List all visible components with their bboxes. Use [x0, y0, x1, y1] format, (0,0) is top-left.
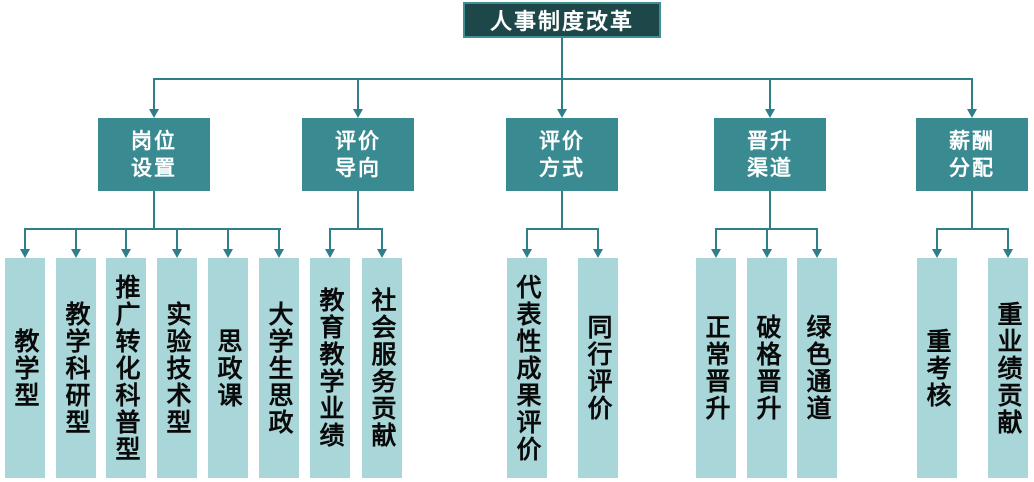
- branch-label-line: 设置: [131, 156, 177, 180]
- connector-line: [153, 78, 973, 80]
- connector-line: [329, 228, 383, 230]
- leaf-node-teaching-type: 教学型: [5, 258, 45, 478]
- branch-node-salary-distribution: 薪酬 分配: [916, 118, 1028, 191]
- leaf-label: 同行评价: [584, 314, 612, 422]
- leaf-label: 教学型: [11, 327, 39, 409]
- connector-line: [769, 78, 771, 110]
- branch-node-evaluation-method: 评价 方式: [506, 118, 618, 191]
- leaf-label: 实验技术型: [163, 300, 191, 436]
- arrow-down-icon: [20, 249, 30, 258]
- branch-label-line: 渠道: [747, 156, 793, 180]
- leaf-label: 重考核: [923, 327, 951, 409]
- arrow-down-icon: [522, 249, 532, 258]
- arrow-down-icon: [274, 249, 284, 258]
- branch-label-line: 方式: [539, 156, 585, 180]
- connector-line: [561, 191, 563, 230]
- branch-node-evaluation-orientation: 评价 导向: [302, 118, 414, 191]
- leaf-label: 教育教学业绩: [316, 287, 344, 449]
- connector-line: [357, 78, 359, 110]
- connector-line: [1007, 228, 1009, 250]
- arrow-down-icon: [223, 249, 233, 258]
- leaf-label: 破格晋升: [753, 314, 781, 422]
- connector-line: [597, 228, 599, 250]
- branch-node-position-setup: 岗位 设置: [98, 118, 210, 191]
- arrow-down-icon: [1003, 249, 1013, 258]
- connector-line: [176, 228, 178, 250]
- leaf-node-student-ideology: 大学生思政: [259, 258, 299, 478]
- branch-label-line: 晋升: [747, 129, 793, 153]
- leaf-label: 思政课: [214, 327, 242, 409]
- leaf-node-teaching-research-type: 教学科研型: [56, 258, 96, 478]
- leaf-node-experimental-technology-type: 实验技术型: [157, 258, 197, 478]
- arrow-down-icon: [711, 249, 721, 258]
- connector-line: [24, 228, 281, 230]
- leaf-node-peer-review: 同行评价: [578, 258, 618, 478]
- branch-label-line: 分配: [949, 156, 995, 180]
- arrow-down-icon: [149, 109, 159, 118]
- leaf-label: 教学科研型: [62, 300, 90, 436]
- connector-line: [526, 228, 528, 250]
- connector-line: [125, 228, 127, 250]
- connector-line: [227, 228, 229, 250]
- connector-line: [24, 228, 26, 250]
- arrow-down-icon: [172, 249, 182, 258]
- arrow-down-icon: [762, 249, 772, 258]
- connector-line: [971, 191, 973, 230]
- connector-line: [769, 191, 771, 230]
- arrow-down-icon: [812, 249, 822, 258]
- arrow-down-icon: [557, 109, 567, 118]
- leaf-node-representative-achievement-evaluation: 代表性成果评价: [507, 258, 547, 478]
- branch-label-line: 岗位: [131, 129, 177, 153]
- arrow-down-icon: [765, 109, 775, 118]
- connector-line: [153, 78, 155, 110]
- leaf-label: 重业绩贡献: [994, 300, 1022, 436]
- branch-label-line: 评价: [539, 129, 585, 153]
- connector-line: [75, 228, 77, 250]
- arrow-down-icon: [325, 249, 335, 258]
- leaf-node-normal-promotion: 正常晋升: [696, 258, 736, 478]
- connector-line: [816, 228, 818, 250]
- leaf-label: 推广转化科普型: [112, 273, 140, 463]
- connector-line: [278, 228, 280, 250]
- arrow-down-icon: [71, 249, 81, 258]
- leaf-node-promotion-transfer-science-type: 推广转化科普型: [106, 258, 146, 478]
- arrow-down-icon: [353, 109, 363, 118]
- connector-line: [936, 228, 1009, 230]
- connector-line: [381, 228, 383, 250]
- connector-line: [357, 191, 359, 230]
- leaf-node-education-teaching-performance: 教育教学业绩: [310, 258, 350, 478]
- branch-label-line: 评价: [335, 129, 381, 153]
- connector-line: [526, 228, 599, 230]
- arrow-down-icon: [377, 249, 387, 258]
- leaf-node-social-service-contribution: 社会服务贡献: [362, 258, 402, 478]
- connector-line: [561, 78, 563, 110]
- leaf-node-ideological-course: 思政课: [208, 258, 248, 478]
- leaf-node-emphasis-assessment: 重考核: [917, 258, 957, 478]
- leaf-node-emphasis-performance-contribution: 重业绩贡献: [988, 258, 1028, 478]
- leaf-node-green-channel: 绿色通道: [797, 258, 837, 478]
- leaf-label: 正常晋升: [702, 314, 730, 422]
- branch-label-line: 导向: [335, 156, 381, 180]
- connector-line: [715, 228, 717, 250]
- connector-line: [936, 228, 938, 250]
- branch-node-promotion-channel: 晋升 渠道: [714, 118, 826, 191]
- root-label: 人事制度改革: [489, 9, 634, 34]
- arrow-down-icon: [967, 109, 977, 118]
- leaf-label: 绿色通道: [803, 314, 831, 422]
- arrow-down-icon: [932, 249, 942, 258]
- arrow-down-icon: [121, 249, 131, 258]
- leaf-label: 代表性成果评价: [513, 273, 541, 463]
- connector-line: [153, 191, 155, 230]
- leaf-node-exceptional-promotion: 破格晋升: [747, 258, 787, 478]
- root-node: 人事制度改革: [463, 2, 661, 38]
- connector-line: [766, 228, 768, 250]
- arrow-down-icon: [593, 249, 603, 258]
- branch-label-line: 薪酬: [949, 129, 995, 153]
- connector-line: [561, 38, 563, 79]
- leaf-label: 社会服务贡献: [368, 287, 396, 449]
- connector-line: [971, 78, 973, 110]
- connector-line: [329, 228, 331, 250]
- leaf-label: 大学生思政: [265, 300, 293, 436]
